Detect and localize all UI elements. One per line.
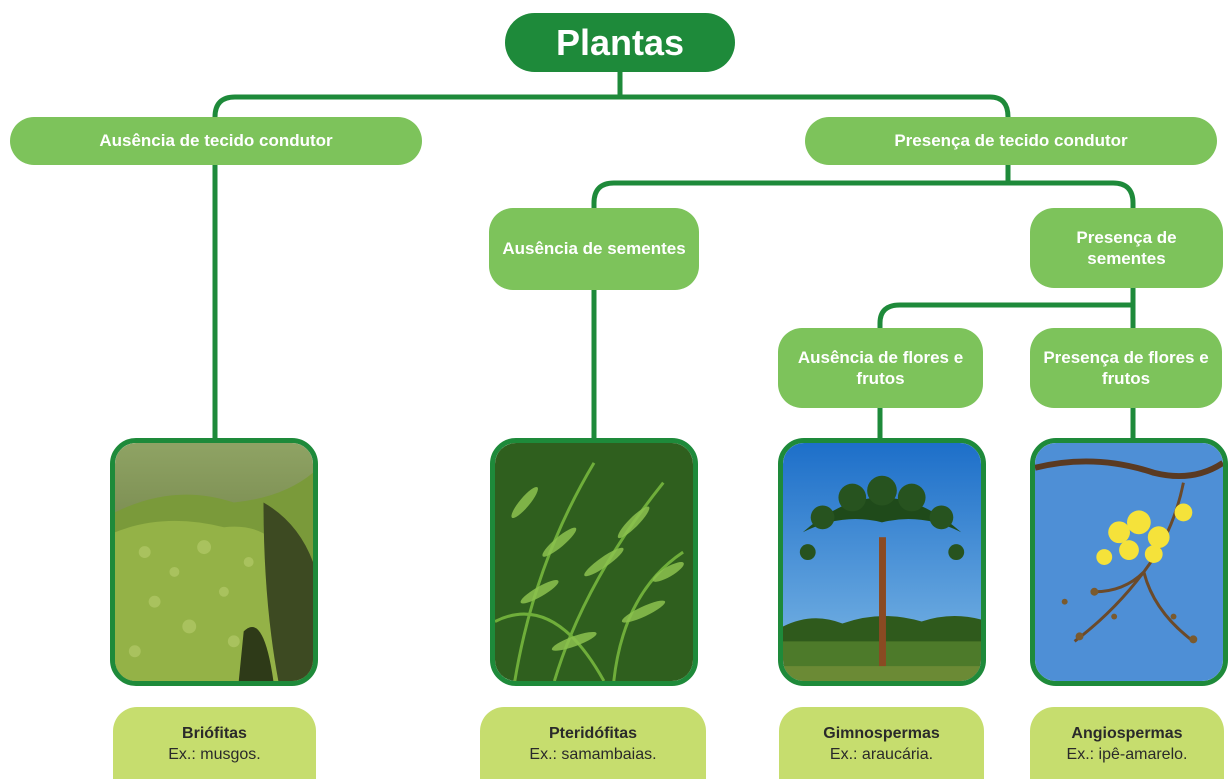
ipe-flower-photo [1030,438,1228,686]
result-briofitas: Briófitas Ex.: musgos. [113,707,316,779]
result-gimnospermas: Gimnospermas Ex.: araucária. [779,707,984,779]
result-pteridofitas: Pteridófitas Ex.: samambaias. [480,707,706,779]
group-name: Angiospermas [1071,725,1183,743]
group-name: Pteridófitas [548,725,637,743]
fern-photo [490,438,698,686]
root-node-plantas: Plantas [505,13,735,72]
group-example: Ex.: samambaias. [529,746,657,763]
group-example: Ex.: ipê-amarelo. [1066,746,1188,763]
group-example: Ex.: araucária. [829,746,934,763]
group-name: Gimnospermas [823,725,940,743]
node-presence-flowers-fruits: Presença de flores e frutos [1030,328,1222,408]
result-angiospermas: Angiospermas Ex.: ipê-amarelo. [1030,707,1224,779]
araucaria-photo [778,438,986,686]
node-absence-seeds: Ausência de sementes [489,208,699,290]
node-absence-flowers-fruits: Ausência de flores e frutos [778,328,983,408]
node-presence-conducting-tissue: Presença de tecido condutor [805,117,1217,165]
node-absence-conducting-tissue: Ausência de tecido condutor [10,117,422,165]
node-presence-seeds: Presença de sementes [1030,208,1223,288]
group-example: Ex.: musgos. [168,746,261,763]
moss-photo [110,438,318,686]
group-name: Briófitas [182,725,247,743]
